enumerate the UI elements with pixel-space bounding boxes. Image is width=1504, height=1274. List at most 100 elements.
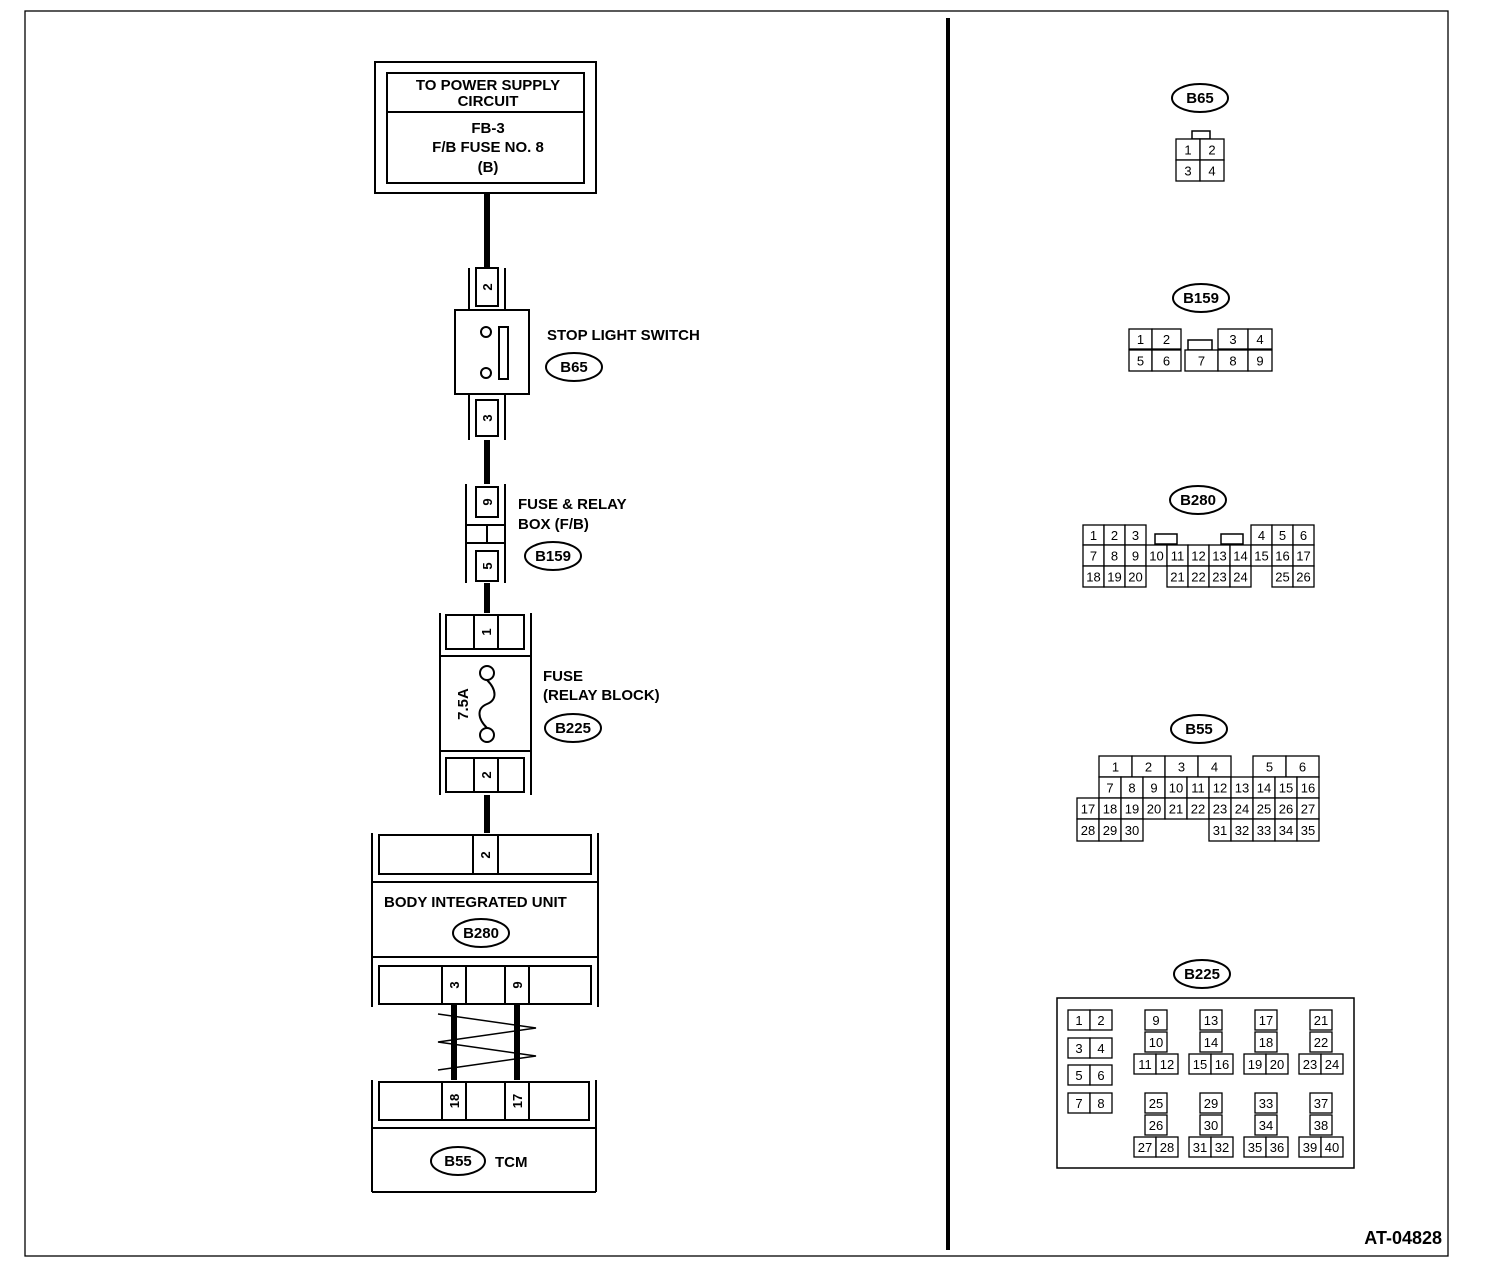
switch-code: B65 [560, 359, 588, 376]
b225-pin-14-cell [1199, 1031, 1223, 1053]
b225-pin-40: 40 [1325, 1140, 1339, 1155]
b225-pin-1: 1 [1075, 1013, 1082, 1028]
b225-pin-36-cell [1265, 1136, 1289, 1158]
b55-pin-11: 11 [1191, 781, 1205, 796]
b225-pin-27: 27 [1138, 1140, 1152, 1155]
b65-pin-4: 4 [1208, 164, 1215, 179]
fb-pin-out: 5 [480, 562, 495, 569]
b55-pin-23: 23 [1213, 802, 1227, 817]
b225-pin-40-cell [1320, 1136, 1344, 1158]
body-integrated-unit: 2 BODY INTEGRATED UNIT B280 3 9 [371, 833, 599, 1007]
fuse-relay-box: 9 5 FUSE & RELAY BOX (F/B) B159 [465, 484, 627, 583]
b225-pin-21-cell [1309, 1009, 1333, 1031]
biu-label: BODY INTEGRATED UNIT [384, 894, 567, 911]
b280-pin-12: 12 [1191, 549, 1205, 564]
b225-pin-21: 21 [1314, 1013, 1328, 1028]
switch-pin-in: 2 [480, 283, 495, 290]
b225-pin-28-cell [1155, 1136, 1179, 1158]
b225-pin-18-cell [1254, 1031, 1278, 1053]
b225-pin-18: 18 [1259, 1035, 1273, 1050]
b225-pin-25-cell [1144, 1092, 1168, 1114]
b225-pin-20-cell [1265, 1053, 1289, 1075]
fb-code: B159 [535, 548, 571, 565]
switch-pin-out: 3 [480, 414, 495, 421]
b225-pin-36: 36 [1270, 1140, 1284, 1155]
biu-pin-a: 3 [447, 981, 462, 988]
b280-pin-25: 25 [1275, 570, 1289, 585]
b159-pin-4-cell [1247, 328, 1273, 350]
b225-pin-23: 23 [1303, 1057, 1317, 1072]
b159-pin-4: 4 [1256, 332, 1263, 347]
fuse-relay-block: 1 7.5A 2 FUSE (RELAY BLOCK) B225 [439, 613, 660, 795]
b159-pin-2: 2 [1163, 332, 1170, 347]
b225-pin-31: 31 [1193, 1140, 1207, 1155]
b65-pin-4-cell [1199, 159, 1225, 182]
b65-pin-1: 1 [1184, 143, 1191, 158]
b225-pin-5: 5 [1075, 1068, 1082, 1083]
b225-pin-30: 30 [1204, 1118, 1218, 1133]
b225-pin-34: 34 [1259, 1118, 1273, 1133]
b225-pin-20: 20 [1270, 1057, 1284, 1072]
b280-pin-6: 6 [1300, 528, 1307, 543]
b55-pin-22: 22 [1191, 802, 1205, 817]
power-box-line5: (B) [478, 159, 499, 176]
b225-pin-12-cell [1155, 1053, 1179, 1075]
b159-pin-6-cell [1151, 349, 1182, 372]
b55-pin-17: 17 [1081, 802, 1095, 817]
b55-pin-1: 1 [1112, 760, 1119, 775]
twisted-pair-wires [437, 1004, 537, 1080]
b225-pin-32-cell [1210, 1136, 1234, 1158]
b280-pin-13: 13 [1212, 549, 1226, 564]
fuse-label-line1: FUSE [543, 668, 583, 685]
b280-pin-9: 9 [1132, 549, 1139, 564]
fb-label-line1: FUSE & RELAY [518, 496, 627, 513]
b280-pin-3: 3 [1132, 528, 1139, 543]
b55-pin-5: 5 [1266, 760, 1273, 775]
power-supply-box: TO POWER SUPPLY CIRCUIT FB-3 F/B FUSE NO… [374, 61, 597, 194]
fuse-pin-in: 1 [479, 628, 494, 635]
b225-pin-34-cell [1254, 1114, 1278, 1136]
b55-pin-2: 2 [1145, 760, 1152, 775]
b159-pin-7: 7 [1198, 354, 1205, 369]
b55-pin-18: 18 [1103, 802, 1117, 817]
b225-pin-19: 19 [1248, 1057, 1262, 1072]
b159-pin-3: 3 [1229, 332, 1236, 347]
connector-badges: B65 B159 B280 B55 B225 [1169, 83, 1231, 989]
b280-pin-21: 21 [1170, 570, 1184, 585]
b225-pin-24-cell [1320, 1053, 1344, 1075]
b280-badge: B280 [1180, 492, 1216, 509]
b225-pin-16: 16 [1215, 1057, 1229, 1072]
b55-pin-34: 34 [1279, 823, 1293, 838]
b225-pin-7: 7 [1075, 1096, 1082, 1111]
b280-pin-26-cell [1292, 565, 1315, 588]
b280-pin-23: 23 [1212, 570, 1226, 585]
b55-pin-12: 12 [1213, 781, 1227, 796]
figure-id: AT-04828 [1364, 1228, 1442, 1248]
b55-pin-16: 16 [1301, 781, 1315, 796]
power-box-line1: TO POWER SUPPLY [416, 77, 560, 94]
b159-pin-8: 8 [1229, 354, 1236, 369]
b55-pin-30-cell [1120, 818, 1144, 842]
b225-pin-30-cell [1199, 1114, 1223, 1136]
b225-pin-9: 9 [1152, 1013, 1159, 1028]
tcm-pin-a: 18 [447, 1094, 462, 1108]
b55-pin-26: 26 [1279, 802, 1293, 817]
b55-pin-15: 15 [1279, 781, 1293, 796]
b280-pin-2: 2 [1111, 528, 1118, 543]
b225-pin-13: 13 [1204, 1013, 1218, 1028]
b55-pin-20: 20 [1147, 802, 1161, 817]
b55-pin-6: 6 [1299, 760, 1306, 775]
b280-pin-24-cell [1229, 565, 1252, 588]
diagram-border [24, 10, 1449, 1257]
b55-pin-21: 21 [1169, 802, 1183, 817]
b55-pin-33: 33 [1257, 823, 1271, 838]
b225-pin-6: 6 [1097, 1068, 1104, 1083]
b159-pin-5: 5 [1137, 354, 1144, 369]
b55-pin-13: 13 [1235, 781, 1249, 796]
b225-pin-10-cell [1144, 1031, 1168, 1053]
b225-pin-37-cell [1309, 1092, 1333, 1114]
b280-pin-14: 14 [1233, 549, 1247, 564]
b225-pin-16-cell [1210, 1053, 1234, 1075]
b225-pin-35: 35 [1248, 1140, 1262, 1155]
